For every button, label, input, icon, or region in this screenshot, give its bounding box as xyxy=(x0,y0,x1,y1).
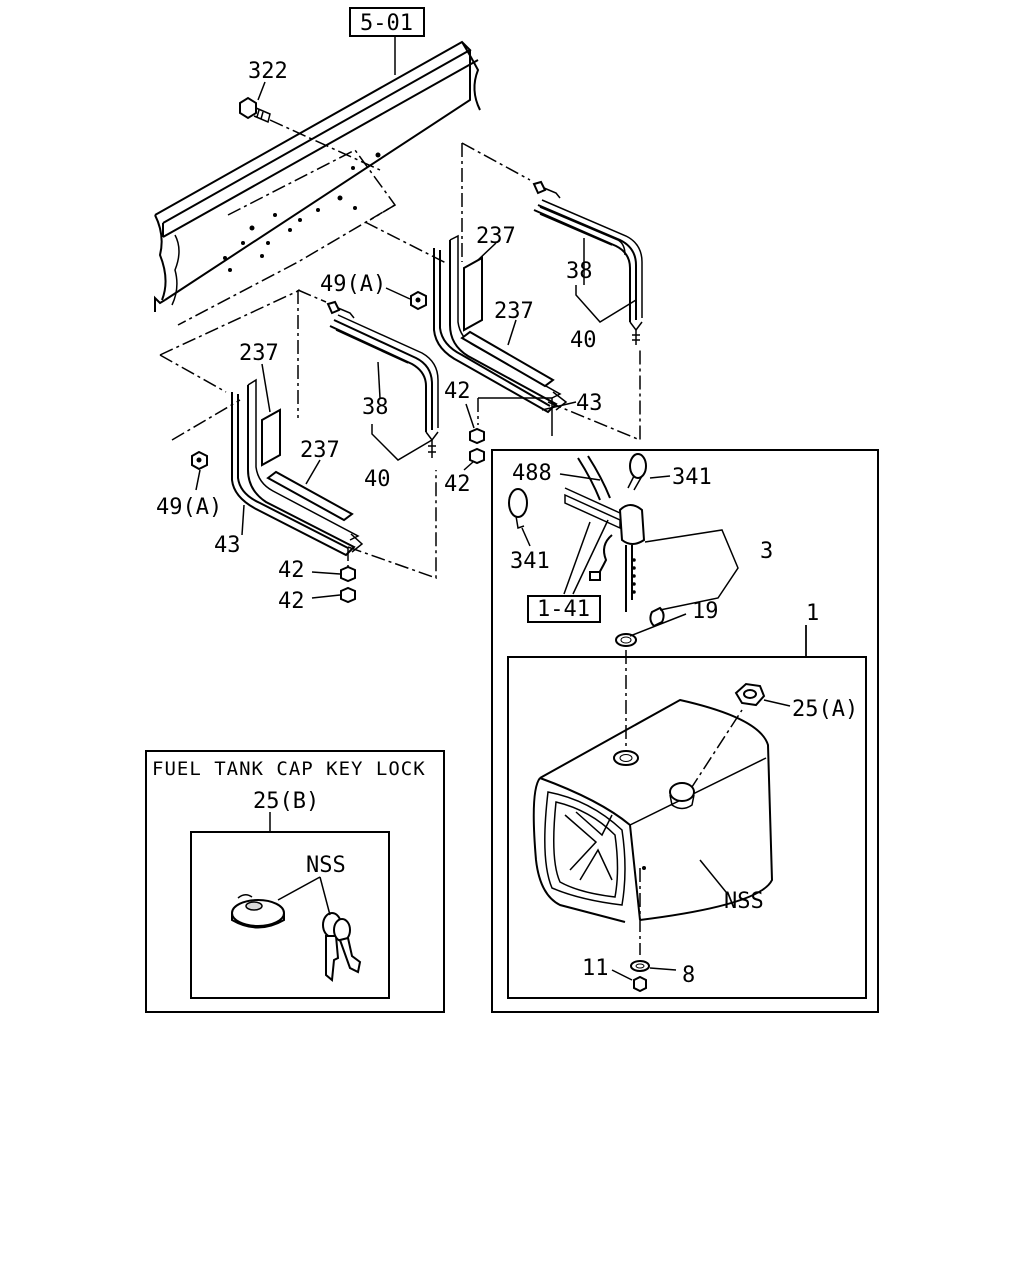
ref-label-5-01: 5-01 xyxy=(360,11,413,36)
fuel-tank xyxy=(532,698,774,923)
label-38-upper: 38 xyxy=(566,259,593,284)
label-43-upper: 43 xyxy=(576,391,603,416)
label-nss-tank: NSS xyxy=(724,889,764,914)
label-322: 322 xyxy=(248,59,288,84)
sender-unit xyxy=(564,455,665,628)
label-237-upper-1: 237 xyxy=(476,224,516,249)
label-237-lower-1: 237 xyxy=(239,341,279,366)
label-42-upper-2: 42 xyxy=(444,472,471,497)
label-25b: 25(B) xyxy=(253,789,319,814)
label-40-lower: 40 xyxy=(364,467,391,492)
ref-box-pipe[interactable]: 1-41 xyxy=(527,595,601,623)
label-8: 8 xyxy=(682,963,695,988)
label-42-upper-1: 42 xyxy=(444,379,471,404)
label-341-right: 341 xyxy=(672,465,712,490)
label-40-upper: 40 xyxy=(570,328,597,353)
fuel-cap-icon xyxy=(231,894,285,929)
label-1: 1 xyxy=(806,601,819,626)
clip-right xyxy=(627,453,671,491)
label-42-lower-1: 42 xyxy=(278,558,305,583)
ref-box-top[interactable]: 5-01 xyxy=(349,7,425,75)
tank-panel xyxy=(491,449,879,1013)
inset-cap-key-lock: FUEL TANK CAP KEY LOCK xyxy=(145,750,445,1013)
label-25a: 25(A) xyxy=(792,697,858,722)
bracket-assembly-lower xyxy=(159,289,439,604)
label-49a-lower: 49(A) xyxy=(156,495,222,520)
label-11: 11 xyxy=(582,956,609,981)
label-3: 3 xyxy=(760,539,773,564)
fuel-cap-a-icon xyxy=(734,682,791,707)
label-38-lower: 38 xyxy=(362,395,389,420)
keys-icon xyxy=(322,912,362,982)
label-341-left: 341 xyxy=(510,549,550,574)
frame-rail xyxy=(154,40,481,326)
inset-title: FUEL TANK CAP KEY LOCK xyxy=(152,758,426,780)
label-42-lower-2: 42 xyxy=(278,589,305,614)
bolt-322[interactable]: 322 xyxy=(239,59,381,171)
ref-label-1-41: 1-41 xyxy=(537,597,590,622)
label-19: 19 xyxy=(692,599,719,624)
clip-left xyxy=(508,488,531,547)
label-43-lower: 43 xyxy=(214,533,241,558)
label-nss-key: NSS xyxy=(306,853,346,878)
label-237-lower-2: 237 xyxy=(300,438,340,463)
label-49a-upper: 49(A) xyxy=(320,272,386,297)
bracket-assembly-upper xyxy=(364,142,643,471)
label-488: 488 xyxy=(512,461,552,486)
label-237-upper-2: 237 xyxy=(494,299,534,324)
